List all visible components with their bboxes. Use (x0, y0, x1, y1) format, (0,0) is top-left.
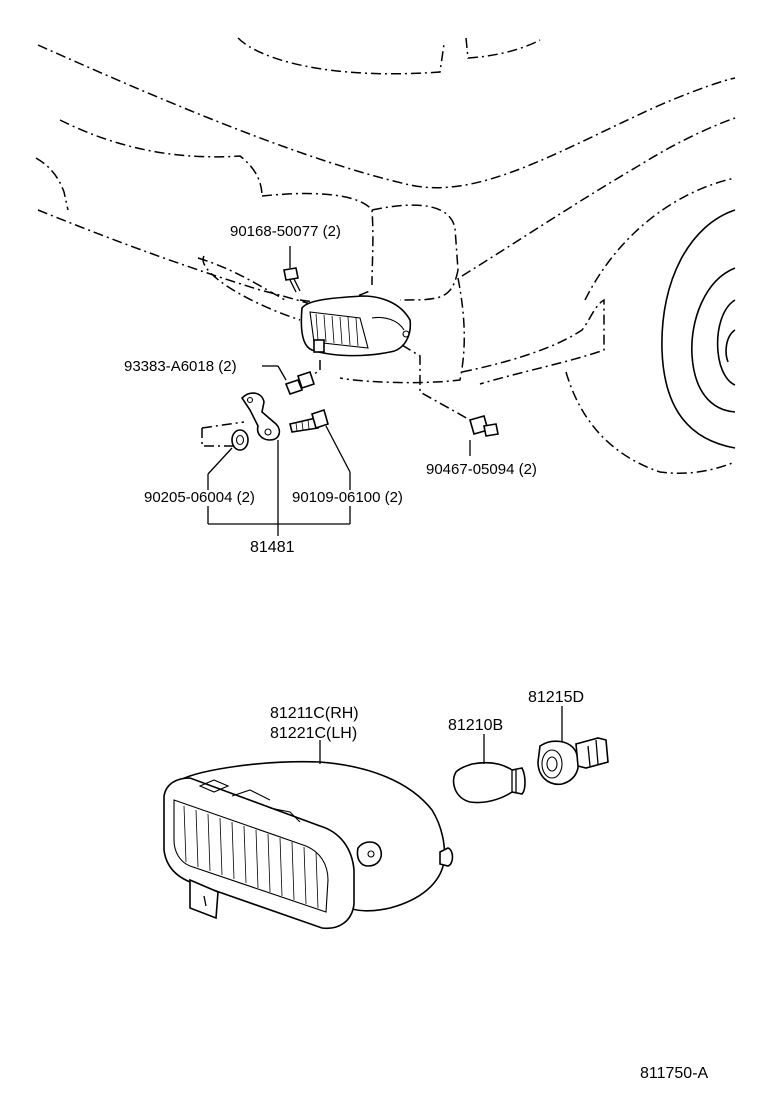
wheel (661, 209, 736, 449)
callout-screw-bracket: 93383-A6018 (2) (124, 358, 237, 375)
socket-part (537, 737, 609, 786)
upper-bolt-small (283, 267, 301, 293)
washer-part (231, 429, 249, 451)
bolt-part (289, 408, 329, 433)
leader-lines-upper (207, 246, 471, 536)
callout-lamp-lh: 81221C(LH) (270, 725, 357, 742)
callout-socket: 81215D (528, 689, 584, 706)
bracket-81481 (240, 392, 281, 441)
callout-bolt-bracket: 90109-06100 (2) (292, 489, 403, 506)
callout-bracket-assy: 81481 (250, 539, 295, 556)
installed-fog-lamp (300, 295, 412, 357)
callout-washer: 90205-06004 (2) (144, 489, 255, 506)
fog-lamp-assembly (163, 760, 454, 930)
leader-lines-lower (319, 706, 563, 764)
bulb-part (452, 761, 526, 804)
callout-lamp-rh: 81211C(RH) (270, 705, 359, 722)
callout-bulb: 81210B (448, 717, 503, 734)
vehicle-body-outline (35, 37, 736, 475)
screw-part (284, 370, 316, 395)
callout-nut-bumper: 90467-05094 (2) (426, 461, 537, 478)
figure-id: 811750-A (640, 1065, 709, 1082)
callout-bolt-upper: 90168-50077 (2) (230, 223, 341, 240)
nut-part (469, 415, 499, 437)
